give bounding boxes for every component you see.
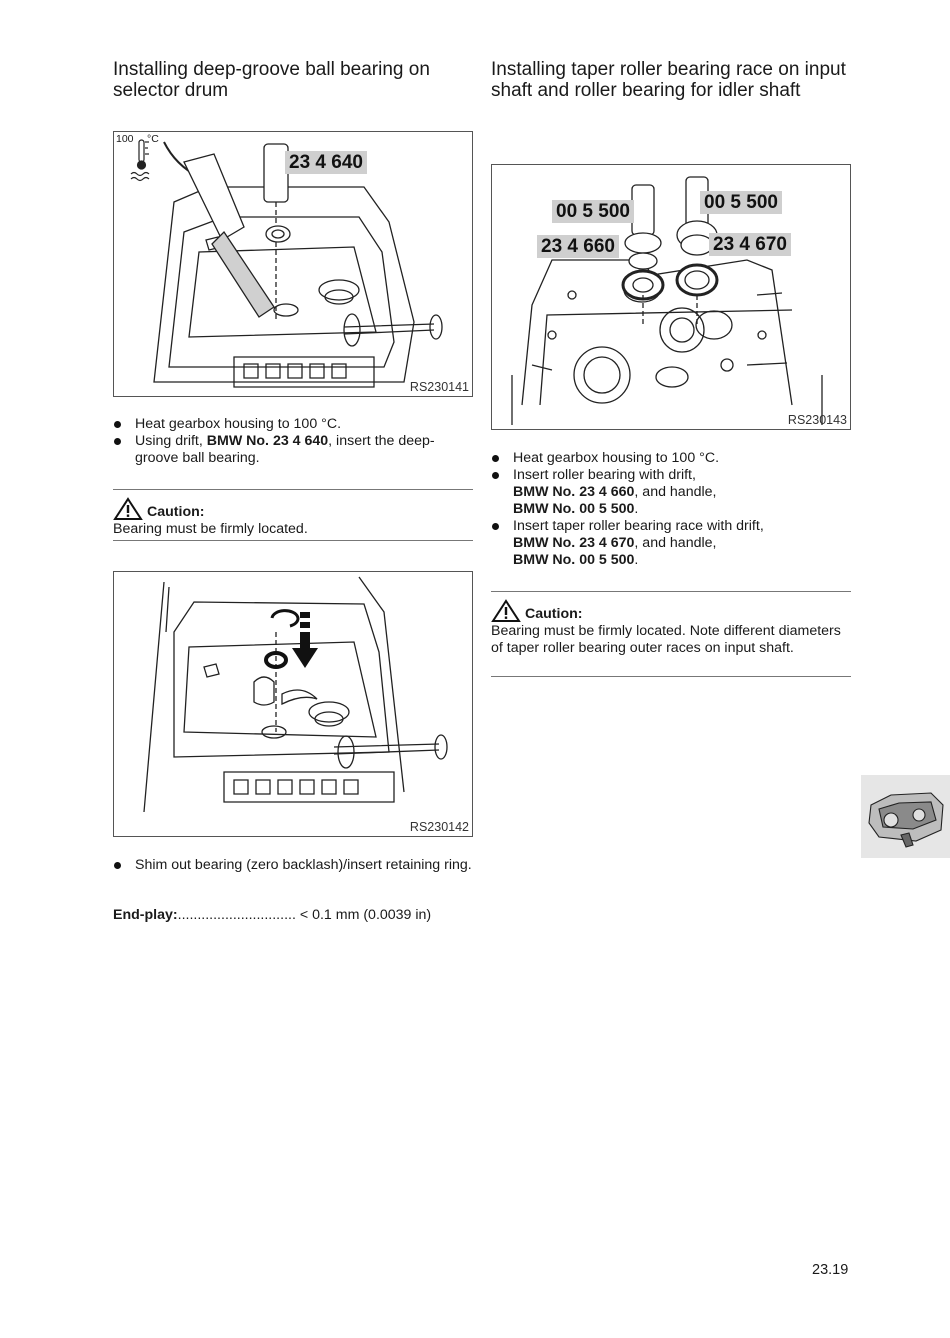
gearbox-drift-illustration <box>153 141 443 388</box>
tool-number: BMW No. 23 4 640 <box>206 433 329 449</box>
caution-box-left: Caution: Bearing must be firmly located. <box>113 489 473 541</box>
tool-callout-23-4-640: 23 4 640 <box>285 151 367 174</box>
chapter-tab <box>861 775 950 858</box>
tool-callout-00-5-500-left: 00 5 500 <box>552 200 634 223</box>
figure-rs230142: RS230142 <box>113 571 473 837</box>
warning-triangle-icon <box>113 497 143 520</box>
instruction-list-3: Heat gearbox housing to 100 °C. Insert r… <box>491 450 853 569</box>
caution-label: Caution: <box>147 504 205 520</box>
bullet-icon <box>492 472 499 479</box>
instruction-list-1: Heat gearbox housing to 100 °C. Using dr… <box>113 416 475 467</box>
taper-bearing-illustration <box>511 176 823 425</box>
caution-header: Caution: <box>113 497 473 521</box>
bullet-icon <box>492 455 499 462</box>
caution-box-right: Caution: Bearing must be firmly located.… <box>491 591 851 677</box>
end-play-value: < 0.1 mm (0.0039 in) <box>299 907 432 923</box>
section-heading-right: Installing taper roller bearing race on … <box>491 59 846 101</box>
list-item-text: . <box>634 552 639 568</box>
list-item-text: Insert taper roller bearing race with dr… <box>513 518 764 534</box>
figure-id: RS230142 <box>409 820 469 834</box>
list-item-text: . <box>634 501 639 517</box>
end-play-spec: End-play:.............................. … <box>113 907 483 924</box>
caution-text: Bearing must be firmly located. Note dif… <box>491 623 841 656</box>
caution-text: Bearing must be firmly located. <box>113 521 308 537</box>
leader-dots: .............................. <box>177 907 296 923</box>
bullet-icon <box>114 438 121 445</box>
list-item-text: Insert roller bearing with drift, <box>513 467 696 483</box>
temperature-value: 100 <box>116 133 134 145</box>
list-item: Insert roller bearing with drift,BMW No.… <box>491 467 853 518</box>
list-item: Insert taper roller bearing race with dr… <box>491 518 853 569</box>
page-number: 23.19 <box>812 1262 849 1278</box>
list-item: Heat gearbox housing to 100 °C. <box>491 450 853 467</box>
temperature-label: 100 <box>116 133 134 145</box>
bullet-icon <box>114 862 121 869</box>
end-play-label: End-play: <box>113 907 178 923</box>
tool-callout-23-4-660: 23 4 660 <box>537 235 619 258</box>
caution-label: Caution: <box>525 606 583 622</box>
warning-triangle-icon <box>491 599 521 622</box>
bullet-icon <box>114 421 121 428</box>
list-item-text: , insert the deep-groove ball bearing. <box>135 433 435 466</box>
tool-number: BMW No. 23 4 670 <box>513 535 635 551</box>
list-item: Using drift, BMW No. 23 4 640, insert th… <box>113 433 475 467</box>
figure-id: RS230143 <box>787 413 847 427</box>
retaining-ring-illustration <box>143 576 448 813</box>
temperature-unit: °C <box>147 133 159 145</box>
bullet-icon <box>492 523 499 530</box>
list-item: Heat gearbox housing to 100 °C. <box>113 416 475 433</box>
list-item-text: Heat gearbox housing to 100 °C. <box>513 450 720 466</box>
list-item-text: , and handle, <box>634 535 717 551</box>
tool-callout-23-4-670: 23 4 670 <box>709 233 791 256</box>
tool-callout-00-5-500-right: 00 5 500 <box>700 191 782 214</box>
figure-rs230141: 100 °C 23 4 640 RS230141 <box>113 131 473 397</box>
instruction-list-2: Shim out bearing (zero backlash)/insert … <box>113 857 475 874</box>
thermometer-icon <box>130 139 150 182</box>
section-heading-left: Installing deep-groove ball bearing on s… <box>113 59 430 101</box>
caution-header: Caution: <box>491 599 851 623</box>
figure-rs230143: 00 5 500 00 5 500 23 4 660 23 4 670 RS23… <box>491 164 851 430</box>
tool-number: BMW No. 00 5 500 <box>513 552 635 568</box>
list-item: Shim out bearing (zero backlash)/insert … <box>113 857 475 874</box>
list-item-text: Heat gearbox housing to 100 °C. <box>135 416 342 432</box>
list-item-text: , and handle, <box>634 484 717 500</box>
gearbox-thumbnail-icon <box>868 792 944 848</box>
list-item-text: Shim out bearing (zero backlash)/insert … <box>135 857 472 873</box>
figure-id: RS230141 <box>409 380 469 394</box>
tool-number: BMW No. 00 5 500 <box>513 501 635 517</box>
list-item-text: Using drift, <box>135 433 207 449</box>
tool-number: BMW No. 23 4 660 <box>513 484 635 500</box>
